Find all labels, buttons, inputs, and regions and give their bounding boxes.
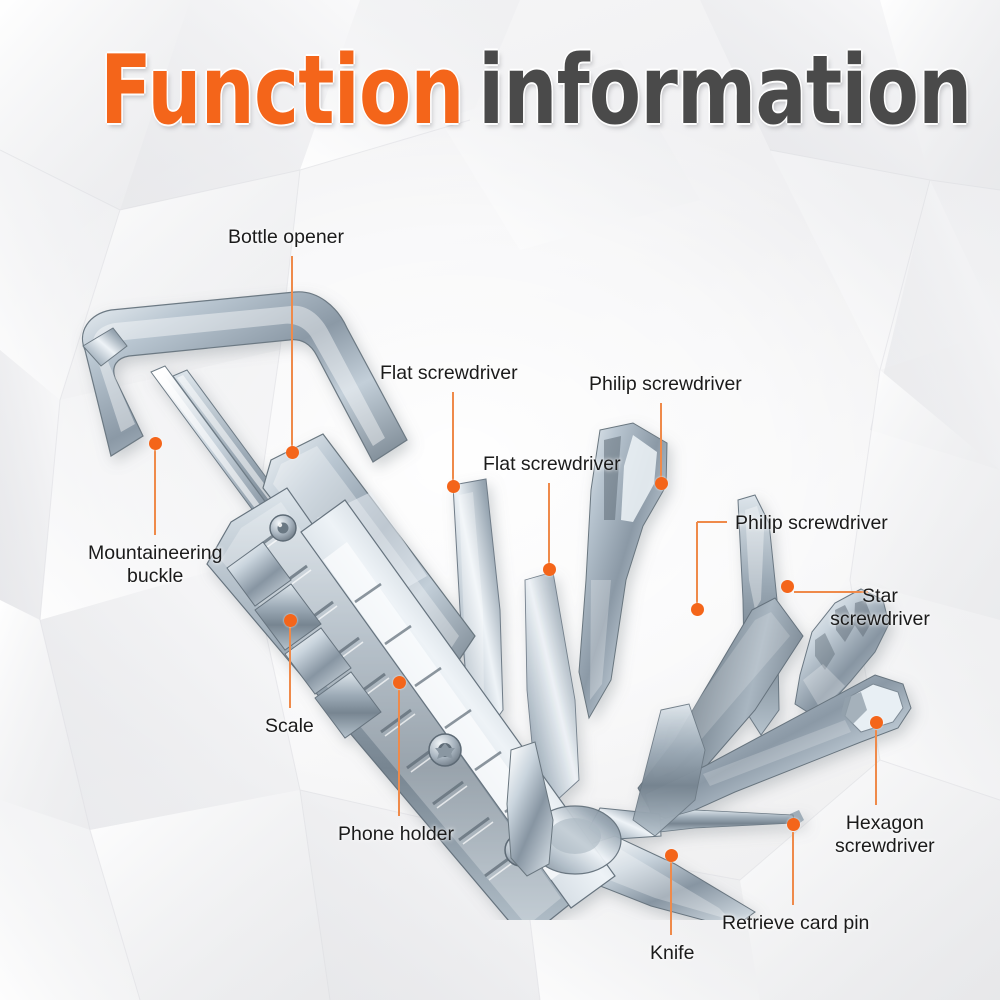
callout-dot-retrieve-card-pin — [786, 817, 800, 831]
callout-label-knife: Knife — [650, 942, 695, 964]
leader-line-knife — [670, 862, 672, 935]
callout-dot-philip-screwdriver-2 — [690, 602, 704, 616]
blade-hexagon-screwdriver — [644, 674, 912, 821]
leader-line-philip-screwdriver-1 — [660, 403, 662, 481]
leader-line-star-screwdriver — [794, 591, 868, 593]
blade-card-pin — [588, 807, 804, 841]
blade-philips-upper — [578, 422, 668, 720]
callout-label-mountaineering-buckle: Mountaineering buckle — [88, 542, 223, 587]
blade-flat-tip-lower — [506, 741, 554, 877]
pivot-screw-upper — [269, 514, 297, 542]
callout-dot-knife — [664, 848, 678, 862]
callout-label-philip-screwdriver-2: Philip screwdriver — [735, 512, 888, 534]
leader-line-retrieve-card-pin — [792, 832, 794, 905]
callout-label-hexagon-screwdriver: Hexagon screwdriver — [835, 812, 935, 857]
blade-mid-filler-2 — [632, 703, 706, 837]
callout-dot-flat-screwdriver-2 — [542, 562, 556, 576]
callout-label-scale: Scale — [265, 715, 314, 737]
callout-dot-flat-screwdriver-1 — [446, 479, 460, 493]
callout-dot-bottle-opener — [285, 445, 299, 459]
callout-label-bottle-opener: Bottle opener — [228, 226, 345, 248]
leader-line-mountaineering-buckle — [154, 450, 156, 535]
leader-line-phone-holder — [398, 690, 400, 816]
blade-star-screwdriver — [794, 588, 890, 719]
callout-label-retrieve-card-pin: Retrieve card pin — [722, 912, 870, 934]
callout-label-flat-screwdriver-1: Flat screwdriver — [380, 362, 518, 384]
product-image — [81, 291, 912, 920]
callout-dot-mountaineering-buckle — [148, 436, 162, 450]
callout-label-philip-screwdriver-1: Philip screwdriver — [589, 373, 742, 395]
blade-mid-filler-1 — [524, 571, 580, 803]
leader-line-hexagon-screwdriver — [875, 730, 877, 805]
callout-dot-hexagon-screwdriver — [869, 715, 883, 729]
leader-line-flat-screwdriver-2 — [548, 483, 550, 567]
callout-dot-phone-holder — [392, 675, 406, 689]
callout-label-phone-holder: Phone holder — [338, 823, 455, 845]
title-word-function: Function — [100, 36, 464, 146]
callout-label-flat-screwdriver-2: Flat screwdriver — [483, 453, 621, 475]
leader-line-philip-screwdriver-2 — [696, 522, 698, 607]
leader-line-elbow-philip-screwdriver-2 — [697, 521, 727, 523]
callout-dot-star-screwdriver — [780, 579, 794, 593]
callout-dot-philip-screwdriver-1 — [654, 476, 668, 490]
leader-line-bottle-opener — [291, 256, 293, 450]
pivot-screw-mid — [428, 733, 462, 767]
callout-dot-scale — [283, 613, 297, 627]
title-word-information: information — [478, 36, 972, 146]
stepped-tabs — [226, 541, 382, 739]
leader-line-scale — [289, 627, 291, 708]
callout-label-star-screwdriver: Star screwdriver — [830, 585, 930, 630]
leader-line-flat-screwdriver-1 — [452, 392, 454, 484]
